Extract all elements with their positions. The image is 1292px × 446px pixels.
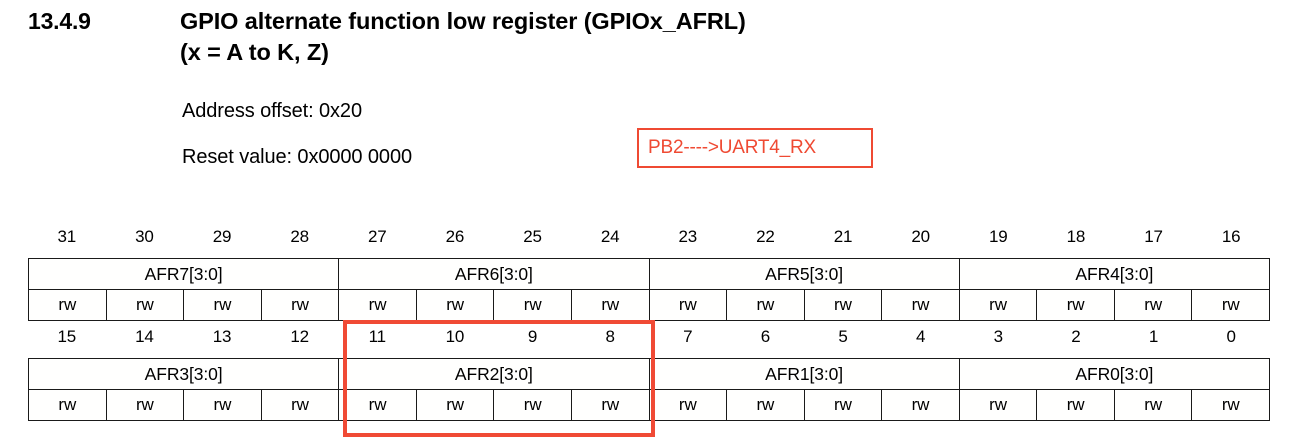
field-name-cell: AFR5[3:0] [648,258,960,290]
reset-value-text: Reset value: 0x0000 0000 [182,146,412,168]
bit-number-cell: 19 [988,227,1008,246]
bit-number-cell: 15 [57,327,77,346]
bit-number-cell: 1 [1148,327,1159,346]
access-cell: rw [1113,389,1193,421]
access-cell: rw [726,389,805,421]
access-cell: rw [803,289,883,321]
bit-number-cell: 25 [523,227,542,246]
bit-number-cell: 12 [290,327,310,346]
access-cell: rw [260,289,340,321]
bit-number-cell: 28 [290,227,310,246]
access-cell: rw [1113,289,1193,321]
bit-number-cell: 16 [1221,227,1241,246]
bit-number-cell: 3 [993,327,1003,346]
bit-number-cell: 14 [135,327,154,346]
page-title: GPIO alternate function low register (GP… [180,6,1080,68]
access-cell: rw [648,389,728,421]
bit-number-cell: 7 [683,327,693,346]
field-name-cell: AFR1[3:0] [648,358,960,390]
bit-number-cell: 11 [368,327,387,346]
bit-number-cell: 8 [605,327,615,346]
access-cell: rw [105,389,185,421]
bit-number-cell: 6 [760,327,771,346]
field-name-cell: AFR6[3:0] [338,258,650,290]
bit-number-cell: 30 [135,227,154,246]
access-cell: rw [648,289,728,321]
bit-number-cell: 10 [445,327,465,346]
bit-number-cell: 5 [838,327,848,346]
access-cell: rw [570,289,650,321]
access-cell: rw [1036,289,1115,321]
access-cell: rw [1191,389,1270,421]
access-cell: rw [570,389,650,421]
access-cell: rw [881,289,960,321]
bit-number-cell: 31 [57,227,77,246]
bit-number-cell: 26 [445,227,465,246]
field-name-cell: AFR7[3:0] [27,258,340,290]
bit-number-cell: 23 [678,227,698,246]
field-name-cell: AFR2[3:0] [338,358,650,390]
access-cell: rw [881,389,960,421]
field-name-cell: AFR0[3:0] [958,358,1271,390]
access-cell: rw [28,289,107,321]
bit-number-cell: 4 [916,327,926,346]
bit-number-row-high: 31 30 29 28 27 26 25 24 23 22 21 20 19 18 17 16 [28,222,1270,252]
bit-number-cell: 17 [1144,227,1163,246]
table-row-fields-high: AFR7[3:0]AFR6[3:0]AFR5[3:0]AFR4[3:0] [27,258,1271,290]
bit-number-cell: 13 [212,327,232,346]
access-cell: rw [1036,389,1115,421]
access-cell: rw [28,389,107,421]
bit-number-cell: 20 [911,227,931,246]
access-cell: rw [415,289,495,321]
bit-number-cell: 2 [1071,327,1081,346]
field-name-cell: AFR4[3:0] [958,258,1271,290]
bit-number-cell: 29 [212,227,232,246]
bit-number-cell: 24 [600,227,620,246]
field-name-cell: AFR3[3:0] [27,358,340,390]
access-cell: rw [183,389,262,421]
access-cell: rw [726,289,805,321]
access-cell: rw [105,289,185,321]
access-cell: rw [493,289,572,321]
address-offset-text: Address offset: 0x20 [182,100,362,122]
access-cell: rw [958,389,1038,421]
annotation-box: PB2---->UART4_RX [637,128,873,168]
section-title-line-2: (x = A to K, Z) [180,39,329,65]
access-cell: rw [338,289,417,321]
access-cell: rw [183,289,262,321]
access-cell: rw [958,289,1038,321]
bit-number-cell: 18 [1066,227,1086,246]
bit-number-cell: 0 [1226,327,1236,346]
bit-number-cell: 27 [367,227,387,246]
access-cell: rw [338,389,417,421]
access-cell: rw [493,389,572,421]
bit-number-cell: 22 [756,227,775,246]
bit-number-cell: 21 [833,227,853,246]
table-row-fields-low: AFR3[3:0]AFR2[3:0]AFR1[3:0]AFR0[3:0] [27,358,1271,390]
access-cell: rw [1191,289,1270,321]
access-cell: rw [260,389,340,421]
bit-number-cell: 9 [527,327,538,346]
access-cell: rw [803,389,883,421]
annotation-text: PB2---->UART4_RX [648,137,817,158]
section-number: 13.4.9 [28,8,91,34]
section-title-line-1: GPIO alternate function low register (GP… [180,8,746,34]
access-cell: rw [415,389,495,421]
